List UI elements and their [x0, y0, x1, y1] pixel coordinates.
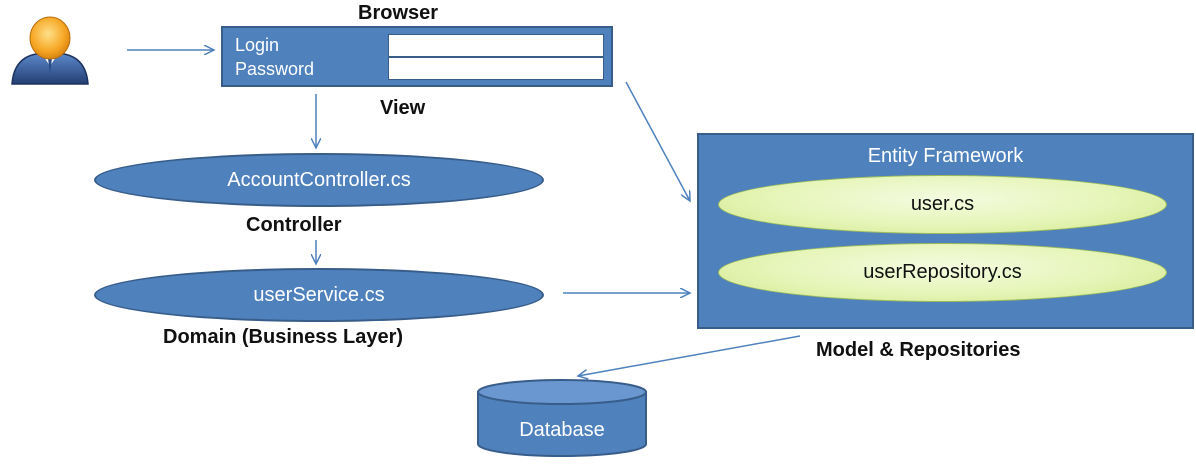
controller-layer-label: Controller [246, 214, 342, 236]
account-controller-node: AccountController.cs [94, 153, 544, 207]
login-field[interactable] [388, 34, 604, 57]
user-service-label: userService.cs [253, 283, 385, 306]
view-label: View [380, 97, 426, 119]
password-label: Password [235, 59, 315, 79]
user-model-node: user.cs [718, 175, 1167, 234]
domain-layer-label: Domain (Business Layer) [163, 326, 404, 348]
database-node: Database [475, 378, 649, 460]
user-avatar-icon [8, 14, 92, 86]
browser-title: Browser [358, 2, 439, 24]
entity-framework-box: Entity Framework user.cs userRepository.… [697, 133, 1194, 329]
model-layer-label: Model & Repositories [816, 339, 1021, 361]
login-label: Login [235, 35, 280, 55]
user-service-node: userService.cs [94, 268, 544, 322]
arrow-browser-to-ef [625, 81, 690, 201]
password-field[interactable] [388, 57, 604, 80]
entity-framework-title: Entity Framework [867, 145, 1024, 167]
user-repository-node: userRepository.cs [718, 243, 1167, 302]
database-icon [477, 379, 647, 457]
browser-login-form: Login Password [221, 26, 613, 87]
arrow-ef-to-database [578, 335, 801, 376]
user-model-label: user.cs [910, 193, 975, 215]
user-repository-label: userRepository.cs [863, 261, 1022, 283]
database-label: Database [519, 419, 605, 441]
account-controller-label: AccountController.cs [227, 168, 411, 191]
